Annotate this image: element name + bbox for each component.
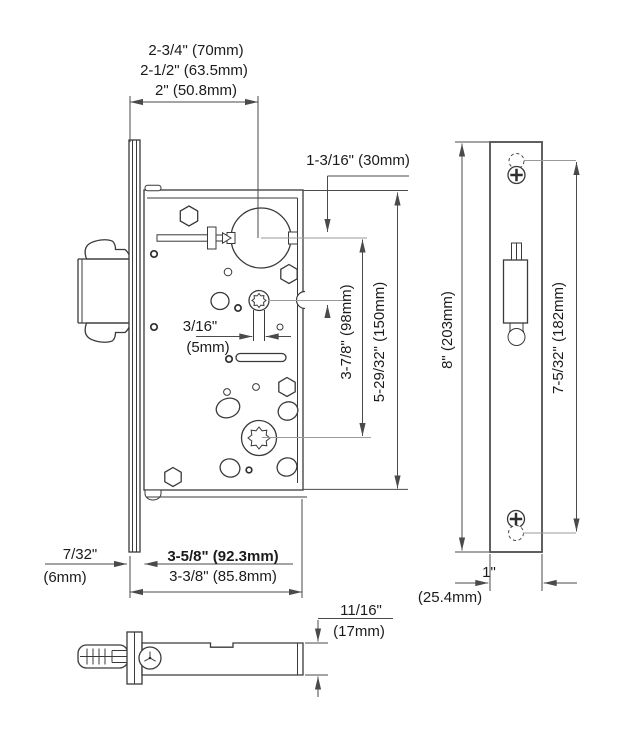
faceplate-edge-view (128, 139, 141, 553)
dim-depth-case: 3-3/8" (85.8mm) (169, 568, 277, 585)
dim-faceplate-width-inches: 1" (482, 564, 496, 581)
upper-hub (248, 289, 270, 341)
dim-cylinder-to-hub: 1-3/16" (30mm) (306, 152, 410, 169)
through-hole (210, 291, 230, 311)
small-hole (252, 383, 260, 391)
dim-case-thickness-mm: (17mm) (333, 623, 385, 640)
rivet-hole (245, 466, 253, 474)
case-top-tab (144, 184, 162, 192)
security-screw-side (138, 646, 162, 670)
dim-faceplate-width-mm: (25.4mm) (418, 589, 482, 606)
through-hole (276, 457, 298, 477)
spindle (156, 226, 232, 250)
rivet-hole (149, 322, 159, 332)
adjustment-slot (235, 352, 287, 363)
through-hole (215, 397, 241, 419)
dimension-labels: 2-3/4" (70mm) 2-1/2" (63.5mm) 2" (50.8mm… (43, 42, 567, 640)
dim-case-height: 5-29/32" (150mm) (371, 282, 388, 402)
dim-front-thickness-inches: 7/32" (63, 546, 98, 563)
through-hole (277, 401, 299, 421)
dim-backset-70mm: 2-3/4" (70mm) (148, 42, 243, 59)
auxiliary-bolt (502, 242, 529, 346)
dim-backset-63-5mm: 2-1/2" (63.5mm) (140, 62, 248, 79)
dim-faceplate-height: 8" (203mm) (439, 291, 456, 369)
rivet-hole (149, 249, 159, 259)
small-hole (276, 323, 284, 331)
dim-case-thickness-inches: 11/16" (340, 602, 382, 619)
hex-post-bottom (164, 466, 182, 488)
case-side-view (77, 631, 304, 685)
dim-hub-spacing: 3-7/8" (98mm) (338, 284, 355, 379)
small-hole (223, 267, 233, 277)
case-bottom-tab (144, 489, 162, 501)
bolt-lower-guard (84, 322, 132, 343)
dim-front-thickness-mm: (6mm) (43, 569, 86, 586)
hex-post-lower-right (278, 376, 296, 398)
faceplate-face-view (489, 141, 543, 553)
phillips-screw-top (507, 165, 526, 185)
rivet-hole (234, 304, 242, 312)
dim-depth-overall: 3-5/8" (92.3mm) (167, 548, 278, 565)
rivet-hole (224, 354, 234, 364)
side-deadbolt (77, 644, 129, 669)
faceplate-plate (489, 141, 543, 553)
hex-post-top (179, 205, 199, 227)
bottom-screw-hole-dashed (508, 525, 524, 541)
phillips-screw-bottom (506, 509, 526, 529)
dim-hub-slot-inches: 3/16" (183, 318, 218, 335)
dim-screw-spacing: 7-5/32" (182mm) (550, 282, 567, 394)
dim-hub-slot-mm: (5mm) (186, 339, 229, 356)
dim-backset-50-8mm: 2" (50.8mm) (155, 82, 237, 99)
bolt-upper-guard (84, 239, 132, 260)
through-hole (219, 458, 241, 478)
side-body (141, 642, 304, 676)
lower-hub (240, 419, 278, 457)
case-outline (143, 189, 304, 491)
hex-post-right (280, 263, 298, 285)
dimension-lines (45, 96, 580, 697)
deadbolt (77, 239, 132, 343)
small-hole (223, 388, 231, 396)
